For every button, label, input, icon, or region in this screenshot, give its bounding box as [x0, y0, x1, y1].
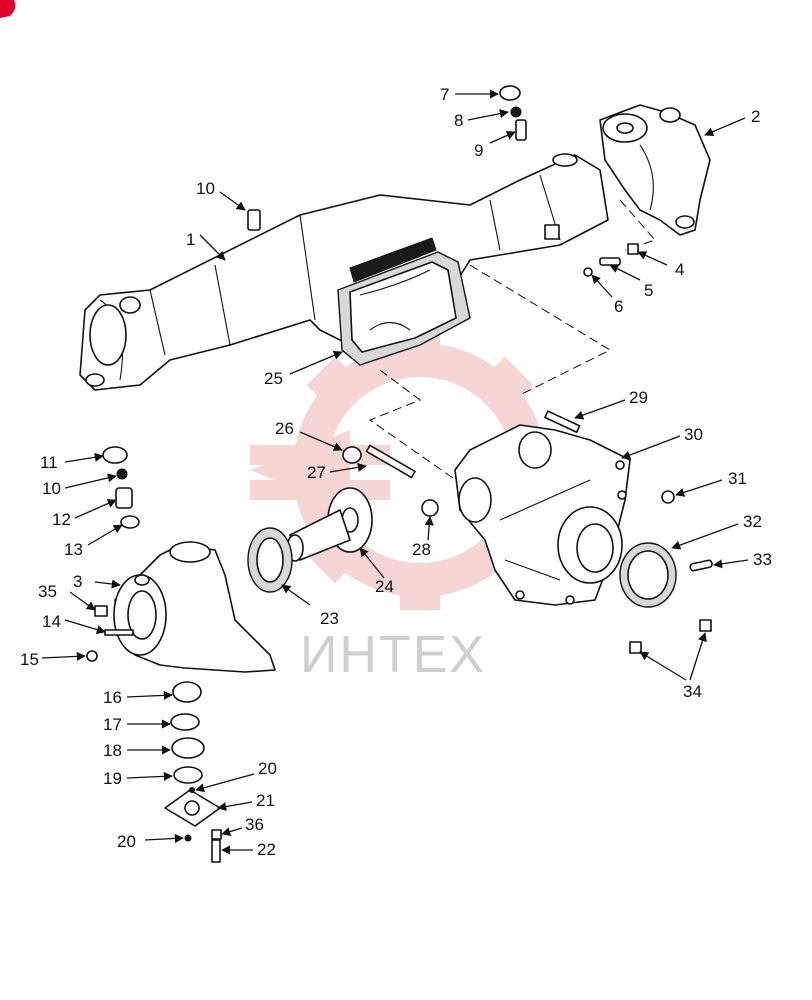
left-steering-knuckle	[113, 541, 276, 673]
callout-29: 29	[629, 388, 648, 407]
callout-10-top: 10	[196, 179, 215, 198]
callout-12: 12	[52, 510, 71, 529]
callout-31: 31	[728, 469, 747, 488]
leader-lines	[41, 89, 749, 855]
axle-housing	[79, 153, 609, 391]
callout-4: 4	[675, 260, 684, 279]
differential-carrier	[454, 424, 631, 606]
callout-10-left: 10	[42, 479, 61, 498]
callout-2: 2	[751, 107, 760, 126]
callout-18: 18	[103, 741, 122, 760]
callout-8: 8	[454, 111, 463, 130]
callout-20-lower: 20	[117, 832, 136, 851]
callout-9: 9	[474, 141, 483, 160]
callout-33: 33	[753, 550, 772, 569]
callout-6: 6	[614, 297, 623, 316]
output-shaft	[286, 487, 373, 562]
callout-14: 14	[42, 612, 61, 631]
callout-25: 25	[264, 369, 283, 388]
callout-15: 15	[20, 650, 39, 669]
callout-28: 28	[412, 540, 431, 559]
callout-34: 34	[683, 682, 702, 701]
callout-22: 22	[257, 840, 276, 859]
callout-21: 21	[256, 791, 275, 810]
corner-mark	[0, 0, 16, 18]
callout-35: 35	[38, 582, 57, 601]
callout-27: 27	[307, 463, 326, 482]
small-parts	[86, 85, 713, 863]
callout-13: 13	[64, 540, 83, 559]
callout-26: 26	[275, 419, 294, 438]
callout-32: 32	[743, 512, 762, 531]
callout-7: 7	[440, 85, 449, 104]
callout-24: 24	[375, 577, 394, 596]
callout-1: 1	[186, 230, 195, 249]
right-steering-knuckle	[599, 104, 711, 236]
watermark-text: ИНТЕХ	[300, 626, 486, 684]
callout-3: 3	[73, 572, 82, 591]
callout-23: 23	[320, 609, 339, 628]
callout-5: 5	[644, 281, 653, 300]
callout-16: 16	[103, 688, 122, 707]
callout-19: 19	[103, 769, 122, 788]
callout-11: 11	[40, 453, 58, 472]
callout-17: 17	[103, 715, 122, 734]
callout-30: 30	[684, 425, 703, 444]
callout-20-upper: 20	[258, 759, 277, 778]
callout-labels: 1 2 3 4 5 6 7 8 9 10 10 11 12 13 14 15 1…	[20, 85, 772, 859]
callout-36: 36	[245, 815, 264, 834]
